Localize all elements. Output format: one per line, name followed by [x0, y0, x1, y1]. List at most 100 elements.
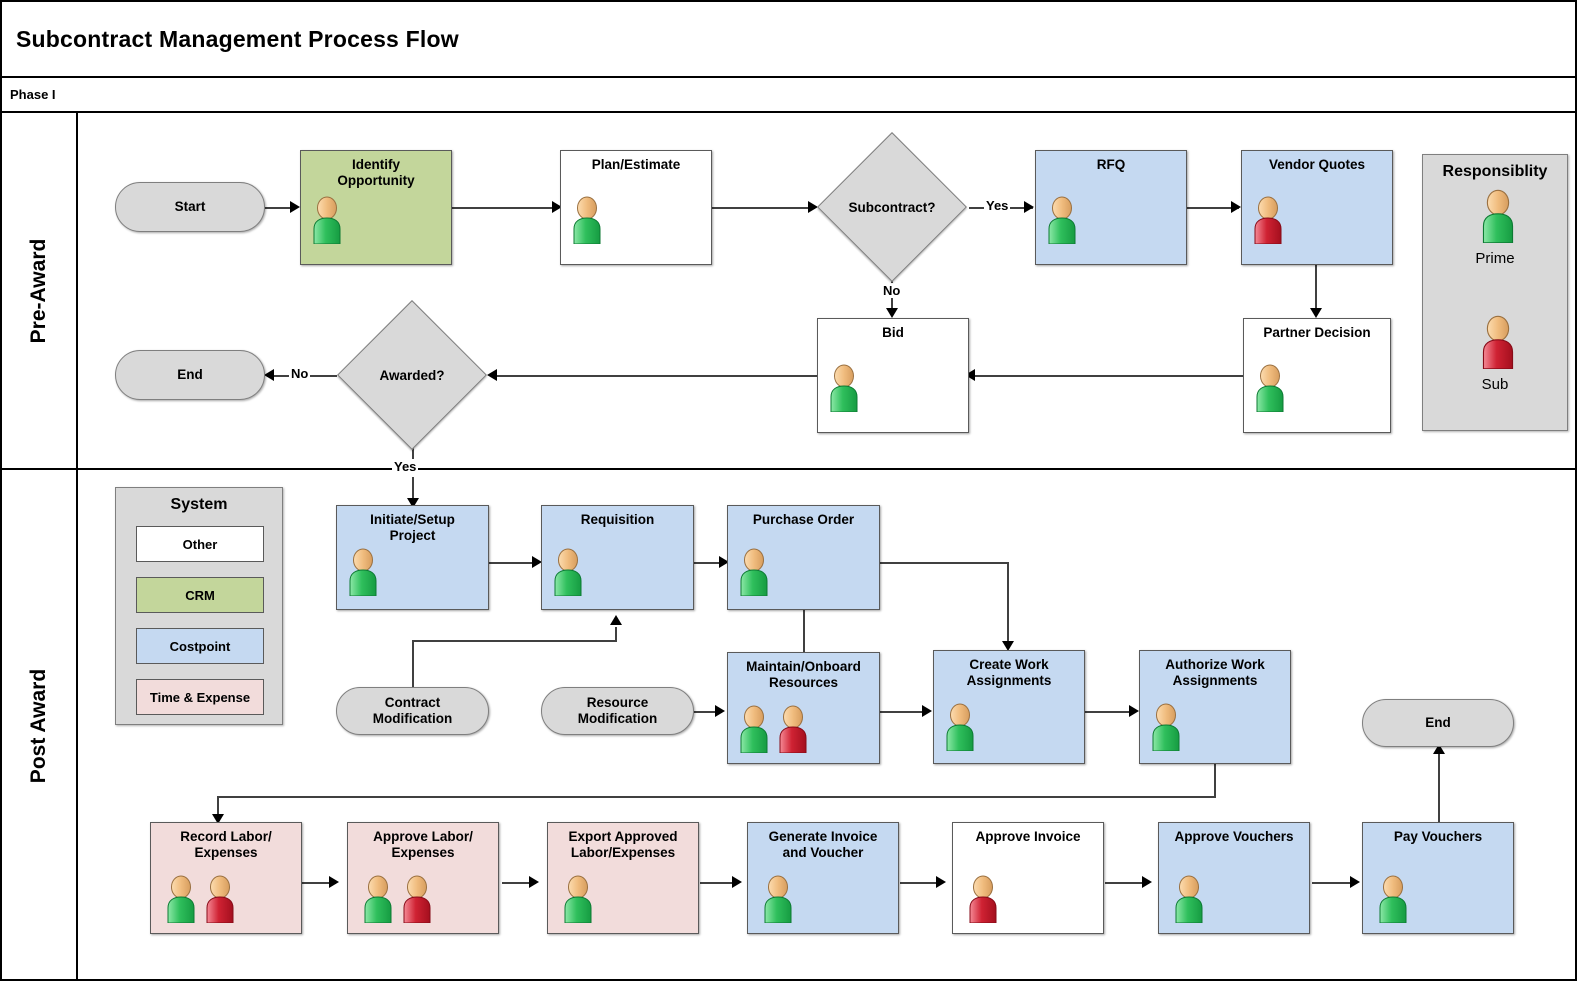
edge-authwork-left [217, 796, 1216, 798]
node-approve-labor-expenses[interactable]: Approve Labor/ Expenses [347, 822, 499, 934]
person-icon-prime [310, 196, 344, 244]
person-icon-prime [761, 875, 795, 923]
edge-purchase-creatework-h [880, 562, 1009, 564]
person-icon-sub [400, 875, 434, 923]
edge-contractmod-right [412, 640, 617, 642]
arrowhead-identify [290, 201, 300, 213]
edge-contractmod-up [412, 640, 414, 688]
title-band: Subcontract Management Process Flow [2, 2, 1575, 78]
node-create-work-assignments[interactable]: Create Work Assignments [933, 650, 1085, 764]
edge-identify-plan [451, 207, 559, 209]
person-icon-sub [966, 875, 1000, 923]
node-label: Record Labor/ Expenses [180, 829, 272, 860]
person-icon-sub [1251, 196, 1285, 244]
edge-bid-awarded [491, 375, 817, 377]
person-icon-prime [561, 875, 595, 923]
node-label: Approve Vouchers [1174, 829, 1294, 844]
node-pay-vouchers[interactable]: Pay Vouchers [1362, 822, 1514, 934]
arrowhead-vendorquotes [1231, 201, 1241, 213]
edge-approvevouch-payvouch [1312, 882, 1356, 884]
node-label: Export Approved Labor/Expenses [568, 829, 678, 860]
edge-authwork-down [1214, 764, 1216, 797]
node-vendor-quotes[interactable]: Vendor Quotes [1241, 150, 1393, 265]
node-resource-modification[interactable]: Resource Modification [541, 687, 694, 735]
arrowhead-payvouch [1350, 876, 1360, 888]
person-icon-prime [1479, 189, 1517, 243]
edge-rfq-vendorquotes [1187, 207, 1239, 209]
edge-export-geninvoice [700, 882, 738, 884]
edge-requisition-purchase [694, 562, 726, 564]
responsibility-legend: Responsiblity Prime Sub [1422, 154, 1568, 431]
legend-title: System [170, 496, 228, 513]
person-icon-prime [551, 548, 585, 596]
node-generate-invoice-voucher[interactable]: Generate Invoice and Voucher [747, 822, 899, 934]
node-end-pre-award[interactable]: End [115, 350, 265, 400]
edge-partner-bid [969, 375, 1243, 377]
person-icon-prime [1172, 875, 1206, 923]
node-rfq[interactable]: RFQ [1035, 150, 1187, 265]
legend-label-prime: Prime [1475, 250, 1515, 267]
node-start[interactable]: Start [115, 182, 265, 232]
node-record-labor-expenses[interactable]: Record Labor/ Expenses [150, 822, 302, 934]
arrowhead-end1 [264, 369, 274, 381]
lane-label-pre-award: Pre-Award [27, 238, 50, 343]
edge-approvelabor-export [502, 882, 536, 884]
node-label: Authorize Work Assignments [1165, 657, 1265, 688]
legend-swatch-other: Other [136, 526, 264, 562]
legend-label-sub: Sub [1481, 376, 1509, 393]
node-label: Initiate/Setup Project [370, 512, 455, 543]
node-maintain-onboard-resources[interactable]: Maintain/Onboard Resources [727, 652, 880, 764]
legend-title: Responsiblity [1442, 163, 1548, 180]
arrowhead-bid [886, 308, 898, 318]
node-label: Maintain/Onboard Resources [746, 659, 861, 690]
node-end-post-award[interactable]: End [1362, 699, 1514, 747]
edge-purchase-creatework-v [1007, 562, 1009, 647]
page-title: Subcontract Management Process Flow [16, 26, 459, 52]
node-requisition[interactable]: Requisition [541, 505, 694, 610]
edge-maintain-creatework [880, 711, 928, 713]
node-label: Requisition [580, 512, 655, 527]
node-purchase-order[interactable]: Purchase Order [727, 505, 880, 610]
node-approve-invoice[interactable]: Approve Invoice [952, 822, 1104, 934]
arrowhead-authwork [1129, 705, 1139, 717]
node-identify-opportunity[interactable]: Identify Opportunity [300, 150, 452, 265]
node-bid[interactable]: Bid [817, 318, 969, 433]
edge-resourcemod-maintain [694, 711, 722, 713]
node-partner-decision[interactable]: Partner Decision [1243, 318, 1391, 433]
node-label: Vendor Quotes [1268, 157, 1366, 172]
node-label: Approve Labor/ Expenses [373, 829, 473, 860]
node-label: Create Work Assignments [966, 657, 1052, 688]
person-icon-prime [737, 705, 771, 753]
node-awarded-decision[interactable]: Awarded? [337, 300, 487, 450]
person-icon-prime [943, 703, 977, 751]
person-icon-prime [361, 875, 395, 923]
arrowhead-partner [1310, 308, 1322, 318]
arrowhead-requisition-bottom [610, 615, 622, 625]
person-icon-prime [570, 196, 604, 244]
node-export-approved-labor-expenses[interactable]: Export Approved Labor/Expenses [547, 822, 699, 934]
node-contract-modification[interactable]: Contract Modification [336, 687, 489, 735]
edge-awarded-yes-b [412, 477, 414, 505]
edge-start-identify [265, 207, 292, 209]
person-icon-sub [203, 875, 237, 923]
person-icon-prime [1045, 196, 1079, 244]
edge-authwork-to-record [217, 796, 219, 821]
node-label: Bid [882, 325, 904, 340]
edge-label-subcontract-no: No [881, 283, 903, 298]
person-icon-sub [776, 705, 810, 753]
edge-label-awarded-yes: Yes [392, 459, 419, 474]
node-label: RFQ [1096, 157, 1126, 172]
node-approve-vouchers[interactable]: Approve Vouchers [1158, 822, 1310, 934]
node-subcontract-decision[interactable]: Subcontract? [817, 132, 967, 282]
node-initiate-setup-project[interactable]: Initiate/Setup Project [336, 505, 489, 610]
node-plan-estimate[interactable]: Plan/Estimate [560, 150, 712, 265]
lane-divider [2, 468, 1575, 470]
person-icon-prime [1253, 364, 1287, 412]
arrowhead-geninvoice [732, 876, 742, 888]
arrowhead-recordlabor [212, 814, 224, 824]
edge-purchase-maintain [803, 610, 805, 652]
node-authorize-work-assignments[interactable]: Authorize Work Assignments [1139, 650, 1291, 764]
arrowhead-end2 [1433, 744, 1445, 754]
person-icon-prime [164, 875, 198, 923]
edge-creatework-authwork [1085, 711, 1135, 713]
